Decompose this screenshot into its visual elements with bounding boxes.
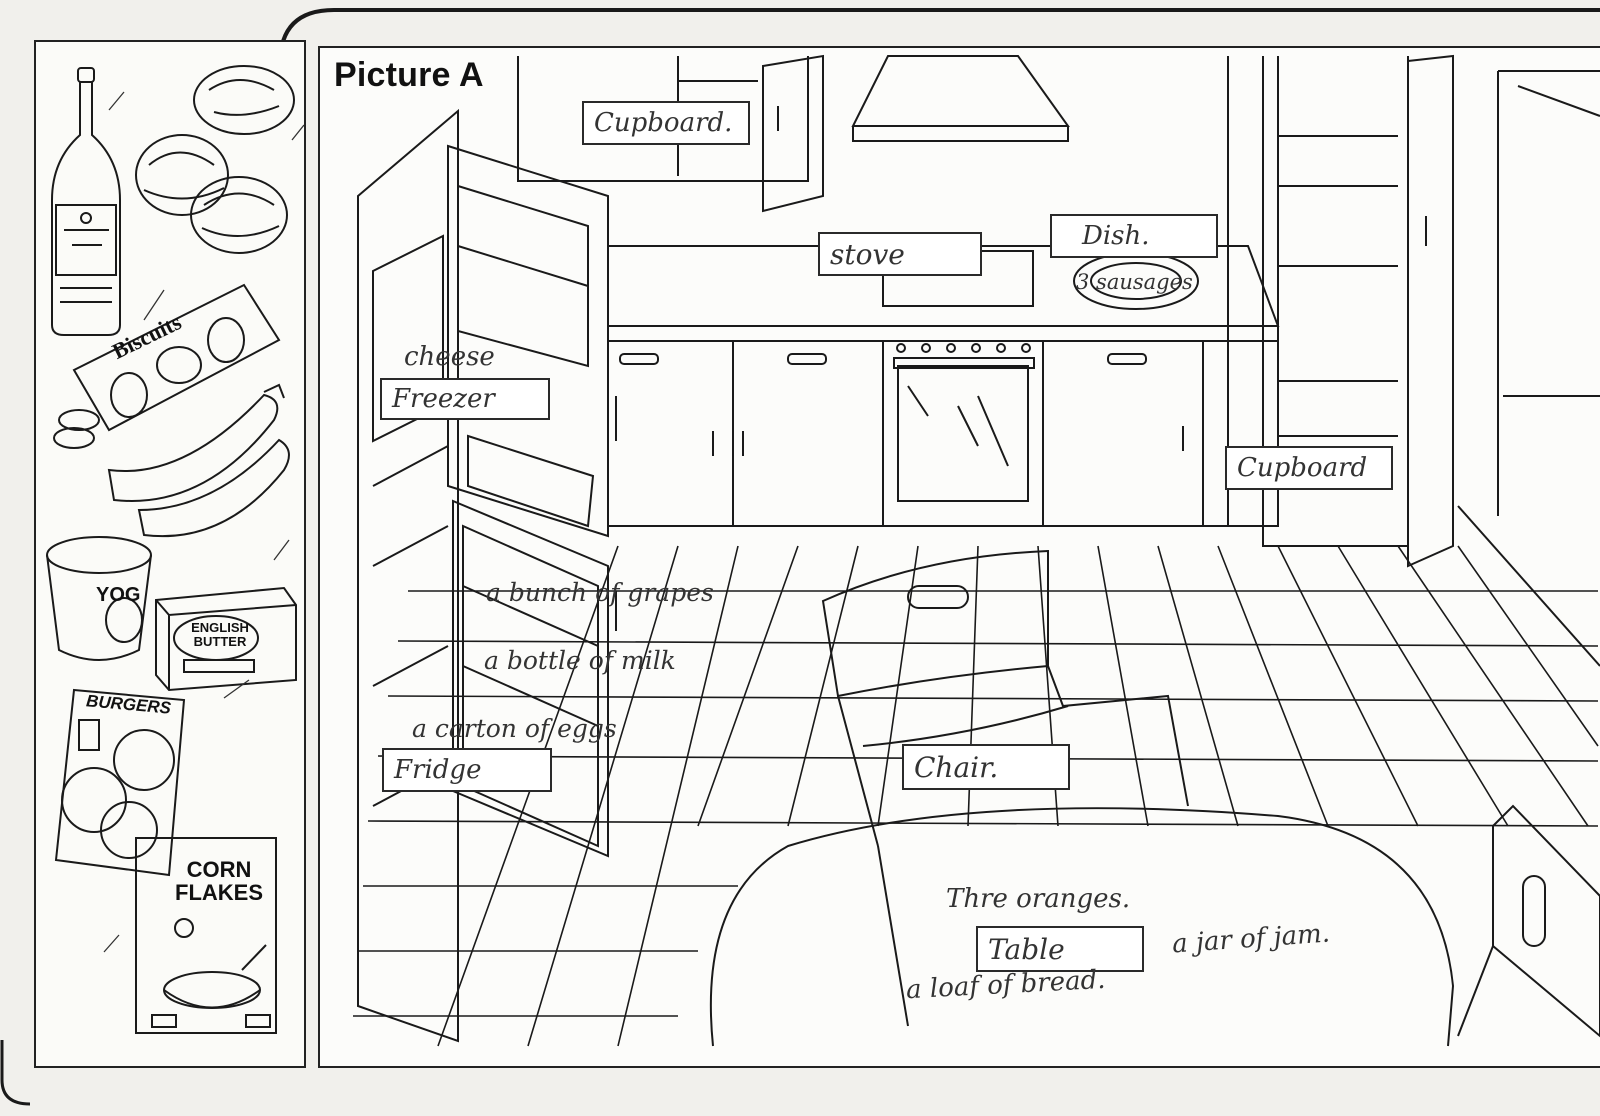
window xyxy=(1497,70,1600,516)
label-fridge: Fridge xyxy=(382,748,552,792)
note-oranges: Thre oranges. xyxy=(946,884,1131,914)
label-table: Table xyxy=(976,926,1144,972)
kitchen-illustration xyxy=(353,54,1600,1047)
label-dish: Dish. xyxy=(1050,214,1218,258)
note-sausages: 3 sausages xyxy=(1076,270,1193,294)
picture-title: Picture A xyxy=(334,56,484,94)
butter-package-text: ENGLISH BUTTER xyxy=(191,620,249,649)
note-milk: a bottle of milk xyxy=(484,646,676,675)
floor-tiles xyxy=(353,545,1599,1047)
note-eggs: a carton of eggs xyxy=(412,714,617,743)
note-grapes: a bunch of grapes xyxy=(486,578,714,607)
label-cupboard-top: Cupboard. xyxy=(582,101,750,145)
label-chair: Chair. xyxy=(902,744,1070,790)
table xyxy=(709,807,1455,1047)
wine-bottle-icon xyxy=(51,67,121,336)
bread-rolls-icon xyxy=(135,65,295,254)
bananas-icon xyxy=(107,383,290,538)
chair-right xyxy=(1457,804,1600,1038)
range-hood xyxy=(851,55,1070,142)
label-cupboard-right: Cupboard xyxy=(1225,446,1393,490)
burgers-icon xyxy=(54,688,186,877)
label-stove: stove xyxy=(818,232,982,276)
yogurt-icon xyxy=(46,536,152,661)
fridge xyxy=(357,108,617,1043)
food-illustrations xyxy=(46,65,305,1034)
yogurt-package-text: YOG xyxy=(96,584,141,606)
left-frame-curve xyxy=(0,1040,31,1106)
label-freezer: Freezer xyxy=(380,378,550,420)
lower-cabinets xyxy=(607,341,1279,527)
cornflakes-package-text: CORN FLAKES xyxy=(175,857,263,906)
biscuits-icon xyxy=(53,283,281,449)
food-items-panel xyxy=(34,40,306,1068)
chair xyxy=(821,549,1189,1027)
note-cheese: cheese xyxy=(404,342,495,372)
upper-cabinets xyxy=(517,54,824,213)
butter-icon xyxy=(155,586,297,692)
cornflakes-icon xyxy=(135,837,277,1034)
